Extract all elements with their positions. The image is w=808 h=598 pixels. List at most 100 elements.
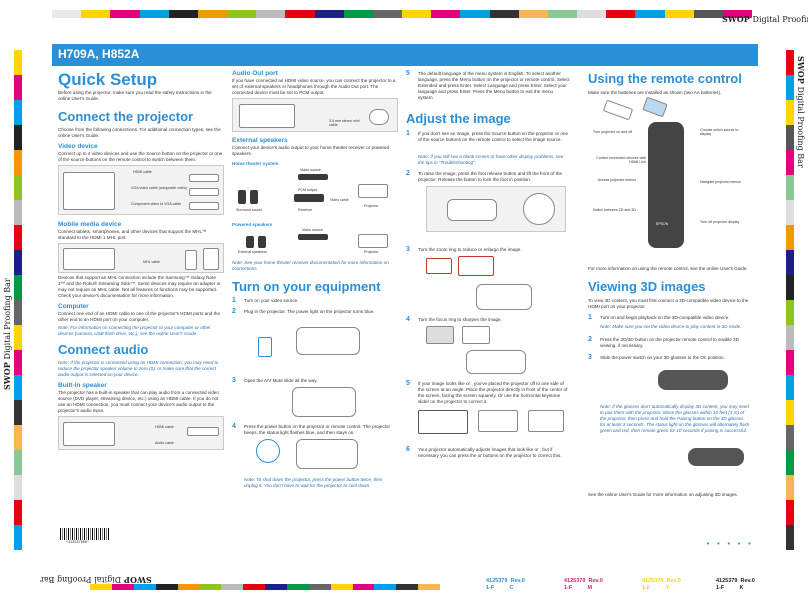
view3d-note-1: Note: Make sure you set the video device… [600, 324, 742, 329]
zoom-figure [426, 256, 526, 280]
adjust-step-6-text: Your projector automatically adjusts ima… [418, 447, 562, 458]
keystone-figure [418, 406, 568, 438]
barcode [60, 528, 110, 540]
ps-speaker-right [258, 236, 266, 248]
mobile-figure: MHL cable [58, 243, 224, 273]
adjust-step-1-text: If you don't see an image, press the Sou… [418, 131, 569, 142]
power-button-figure [256, 439, 280, 463]
ht-surround-label: Surround sound [236, 208, 262, 212]
connect-title: Connect the projector [58, 109, 194, 124]
builtin-speaker-heading: Built-in speaker [58, 382, 107, 389]
projector-ports [63, 172, 115, 210]
powered-speakers-figure: Video source External speakers Projector [232, 228, 398, 258]
view3d-title: Viewing 3D images [588, 279, 706, 294]
ht-projector-label: Projector [364, 204, 379, 208]
ps-projector [358, 234, 388, 248]
ps-speakers-label: External speakers [238, 250, 267, 254]
projector-audio-ports [63, 422, 115, 446]
ht-speaker-left [238, 190, 246, 204]
view3d-step-2-text: Press the 2D/3D button on the projector … [600, 337, 739, 348]
audio-note: Note: If the projector is connected usin… [58, 360, 219, 377]
foot-release-figure [426, 186, 566, 232]
adjust-step-4-text: Turn the focus ring to sharpen the image… [418, 317, 502, 322]
color-bar-left [14, 50, 22, 550]
view3d-step-2-num: 2 [588, 336, 592, 343]
adjust-step-1-num: 1 [406, 130, 410, 137]
menu-step-text: The default language of the menu system … [418, 71, 570, 100]
turn-on-step-1-text: Turn on your video source. [244, 298, 299, 303]
barcode-number: *412537900* [66, 541, 90, 545]
remote-label-source: Choose which source to display [700, 128, 739, 136]
ht-projector [358, 184, 388, 198]
video-device-figure: HDMI cable VGA video cable (composite vi… [58, 165, 224, 215]
turn-on-step-1-num: 1 [232, 297, 236, 304]
turn-on-step-2-text: Plug in the projector. The power light o… [244, 309, 375, 314]
adjust-step-5-text: If your image looks like or , you've pla… [418, 381, 568, 404]
home-theater-figure: Video source Video cable Projector Surro… [232, 168, 398, 218]
shutdown-note: Note: To shut down the projector, press … [244, 477, 383, 488]
battery-cover [602, 99, 634, 121]
remote-label-menus: Access projector menus [597, 178, 636, 182]
projector-ports-mhl [63, 248, 115, 270]
zoom-large [458, 256, 494, 276]
view3d-step-3-text: Slide the power switch on your 3D glasse… [600, 355, 725, 360]
computer-text: Connect one end of an HDMI cable to one … [58, 311, 221, 322]
builtin-speaker-figure: HDMI cable Audio cable [58, 416, 224, 450]
ht-video-cable-label: Video cable [330, 198, 349, 202]
remote-label-navigate: Navigate projector menus [700, 180, 741, 184]
glasses-figure [658, 370, 728, 390]
connect-audio-title: Connect audio [58, 342, 149, 357]
remote-label-power: Turn projector on and off [592, 130, 632, 134]
audio-out-text: If you have connected an HDMI video sour… [232, 78, 396, 95]
dvd-player [189, 174, 219, 182]
turn-on-steps: 1 Turn on your video source. 2 Plug in t… [232, 297, 398, 537]
audio-source-device [187, 427, 219, 436]
column-4: Using the remote control Make sure the b… [588, 70, 754, 514]
audio-out-figure: 3.5 mm stereo mini cable [232, 98, 398, 132]
builtin-speaker-text: The projector has a built-in speaker tha… [58, 390, 219, 413]
adjust-step-5-num: 5 [406, 380, 410, 387]
view3d-step-1-num: 1 [588, 314, 592, 321]
swop-logo-right: SWOP Digital Proofing Bar [796, 56, 806, 168]
plug-in-figure [246, 319, 366, 369]
swop-logo-left: SWOP Digital Proofing Bar [2, 278, 12, 390]
column-1: Quick Setup Before using the projector, … [58, 70, 224, 450]
remote-figure: EPSON Turn projector on and off Choose w… [588, 96, 754, 260]
ps-projector-label: Projector [364, 250, 379, 254]
mhl-cable-label: MHL cable [143, 260, 161, 264]
projector-body [296, 327, 360, 355]
projector-power-figure [296, 439, 358, 469]
turn-on-step-2-num: 2 [232, 308, 236, 315]
video-device-heading: Video device [58, 143, 98, 150]
turn-on-title: Turn on your equipment [232, 279, 381, 294]
powered-speakers-heading: Powered speakers [232, 222, 273, 227]
remote-label-2d3d: Switch between 2D and 3D [592, 208, 636, 212]
turn-on-step-4-num: 4 [232, 423, 236, 430]
mobile-text-2: Devices that support an MHL connection i… [58, 275, 221, 298]
external-speakers-text: Connect your device's audio output to yo… [232, 145, 390, 156]
zoom-ring-figure [476, 284, 532, 310]
phone-device [185, 250, 197, 270]
ps-video-source [298, 234, 328, 240]
turn-on-step-3-num: 3 [232, 377, 236, 384]
audio-out-heading: Audio Out port [232, 70, 278, 77]
keystone-screen-3 [528, 410, 564, 432]
view3d-intro: To view 3D content, you must first conne… [588, 298, 749, 309]
mobile-text: Connect tablets, smartphones, and other … [58, 229, 207, 240]
connect-intro: Choose from the following connections. F… [58, 127, 221, 138]
adjust-note: Note: If you still see a blank screen or… [418, 154, 564, 165]
adjust-step-6-num: 6 [406, 446, 410, 453]
ht-receiver-label: Receiver [298, 208, 313, 212]
builtin-hdmi-label: HDMI cable [155, 425, 174, 429]
remote-intro: Make sure the batteries are installed as… [588, 90, 722, 95]
mini-cable-label: 3.5 mm stereo mini cable [329, 119, 360, 127]
headphones [369, 109, 389, 125]
audio-cable-label: Audio cable [155, 441, 174, 445]
adjust-title: Adjust the image [406, 111, 511, 126]
mobile-heading: Mobile media device [58, 221, 122, 228]
video-player [189, 188, 219, 196]
